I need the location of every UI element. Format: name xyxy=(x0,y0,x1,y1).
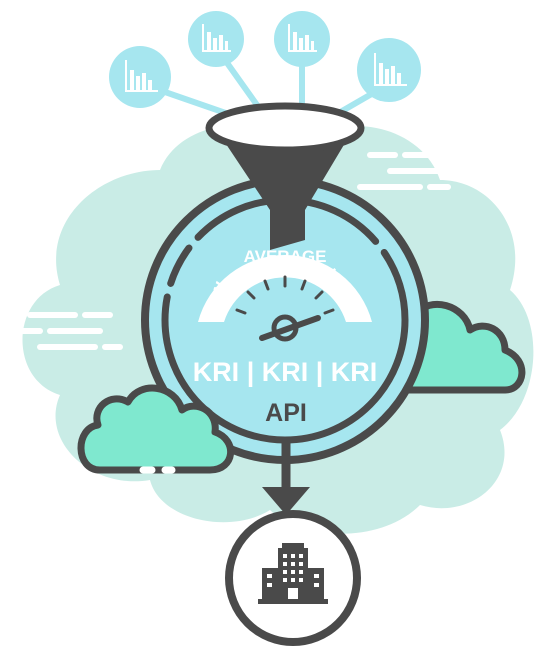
bar-chart-icon xyxy=(202,24,231,52)
chart-bubble-3 xyxy=(274,11,330,67)
bar-chart-icon xyxy=(125,60,158,92)
arrow-down-icon xyxy=(262,440,310,515)
speed-lines-right xyxy=(357,152,458,190)
funnel-icon xyxy=(205,102,365,250)
gauge-needle xyxy=(259,314,321,342)
building-node xyxy=(225,510,361,646)
speed-lines-left xyxy=(17,312,123,350)
gauge-average-label: AVERAGE xyxy=(244,247,327,266)
bar-chart-icon xyxy=(374,53,407,86)
left-small-cloud xyxy=(77,384,235,474)
bar-chart-icon xyxy=(288,24,317,52)
building-icon xyxy=(258,543,328,604)
kri-label: KRI | KRI | KRI xyxy=(193,357,378,387)
chart-bubble-4 xyxy=(357,38,421,102)
chart-bubble-2 xyxy=(188,11,244,67)
api-label: API xyxy=(265,399,307,427)
chart-bubble-1 xyxy=(109,46,171,108)
gauge-icon xyxy=(198,255,372,342)
